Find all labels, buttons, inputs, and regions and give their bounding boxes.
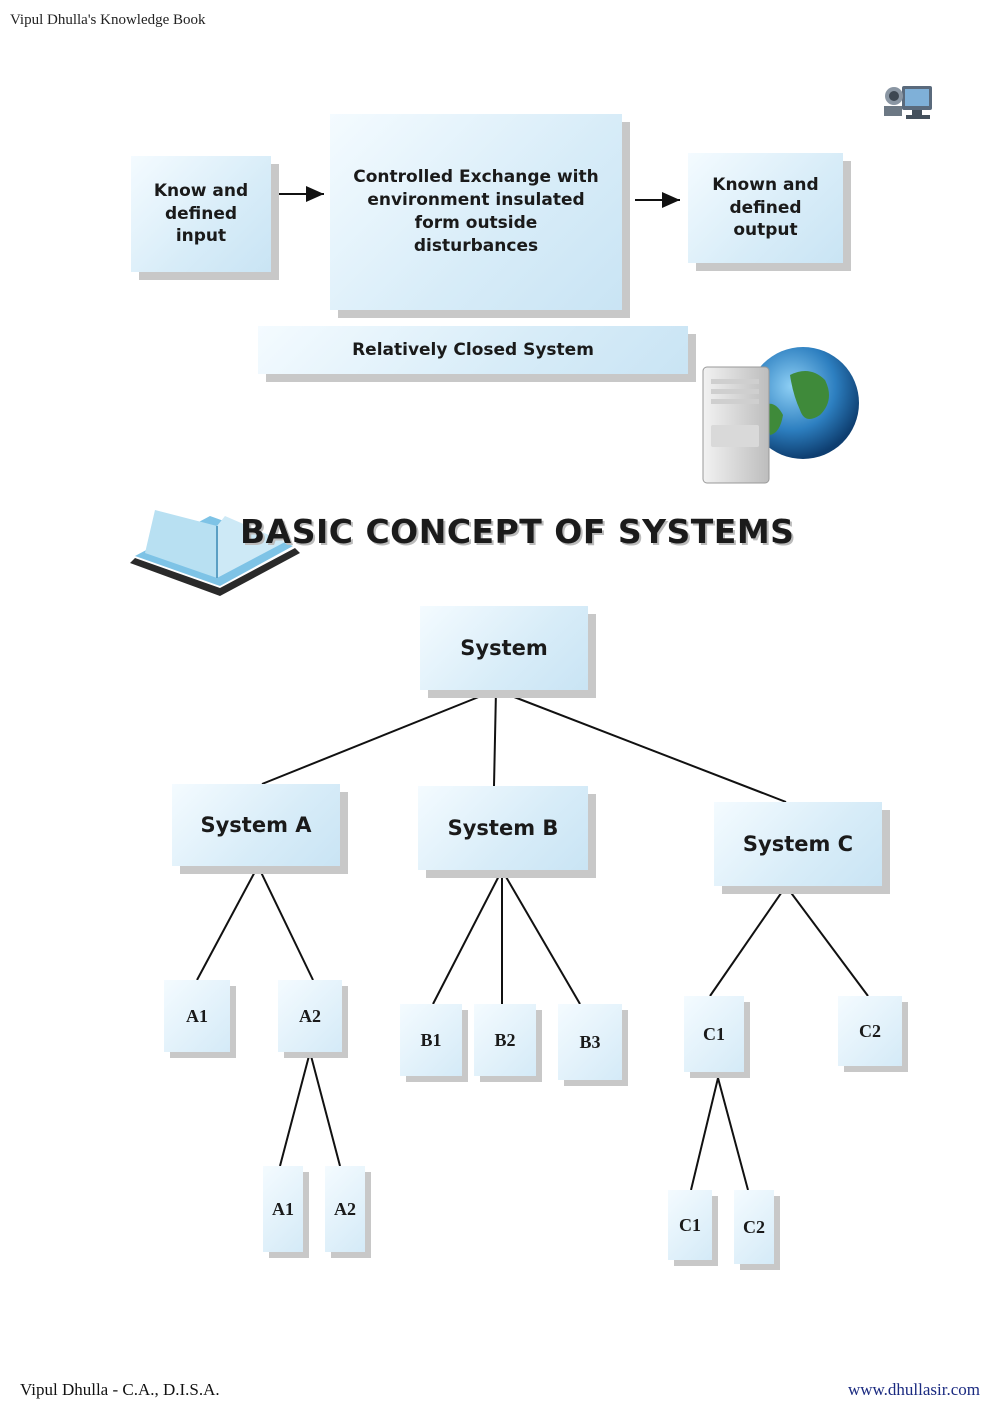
leaf-b2: B2 [474,1004,536,1076]
system-a-box: System A [172,784,340,866]
open-book-icon [130,510,300,596]
leaf-c1-c2-label: C2 [743,1216,765,1237]
system-b-label: System B [447,815,559,840]
leaf-c1-c1-label: C1 [679,1214,701,1235]
system-root-label: System [460,635,548,660]
leaf-a1-label: A1 [186,1005,208,1026]
footer-website-link[interactable]: www.dhullasir.com [847,1380,980,1399]
leaf-c1-label: C1 [703,1023,725,1044]
leaf-c2: C2 [838,996,902,1066]
output-box: Known and defined output [688,153,843,263]
page-header: Vipul Dhulla's Knowledge Book [10,12,206,28]
leaf-a2-label: A2 [299,1005,321,1026]
leaf-b3: B3 [558,1004,622,1080]
leaf-b3-label: B3 [579,1031,601,1052]
system-c-label: System C [742,831,854,856]
server-globe-icon [702,347,859,484]
process-label: Controlled Exchange with environment ins… [353,167,599,256]
leaf-b1-label: B1 [420,1029,442,1050]
page-title: BASIC CONCEPT OF SYSTEMS [240,512,795,551]
computer-network-icon [884,86,932,119]
input-box: Know and defined input [131,156,271,272]
system-b-box: System B [418,786,588,870]
leaf-a2-a2: A2 [325,1166,365,1252]
closed-system-label: Relatively Closed System [352,339,594,360]
system-a-label: System A [200,812,312,837]
output-label: Known and defined output [712,174,819,241]
leaf-a2: A2 [278,980,342,1052]
leaf-a2-a1: A1 [263,1166,303,1252]
leaf-c2-label: C2 [859,1020,881,1041]
leaf-b1: B1 [400,1004,462,1076]
leaf-c1: C1 [684,996,744,1072]
input-label: Know and defined input [153,180,249,247]
leaf-c1-c1: C1 [668,1190,712,1260]
leaf-a2-a1-label: A1 [272,1198,294,1219]
leaf-c1-c2: C2 [734,1190,774,1264]
process-box: Controlled Exchange with environment ins… [330,114,622,310]
system-c-box: System C [714,802,882,886]
leaf-b2-label: B2 [494,1029,516,1050]
closed-system-caption: Relatively Closed System [258,326,688,374]
leaf-a2-a2-label: A2 [334,1198,356,1219]
footer-author: Vipul Dhulla - C.A., D.I.S.A. [20,1380,220,1399]
leaf-a1: A1 [164,980,230,1052]
system-root-box: System [420,606,588,690]
